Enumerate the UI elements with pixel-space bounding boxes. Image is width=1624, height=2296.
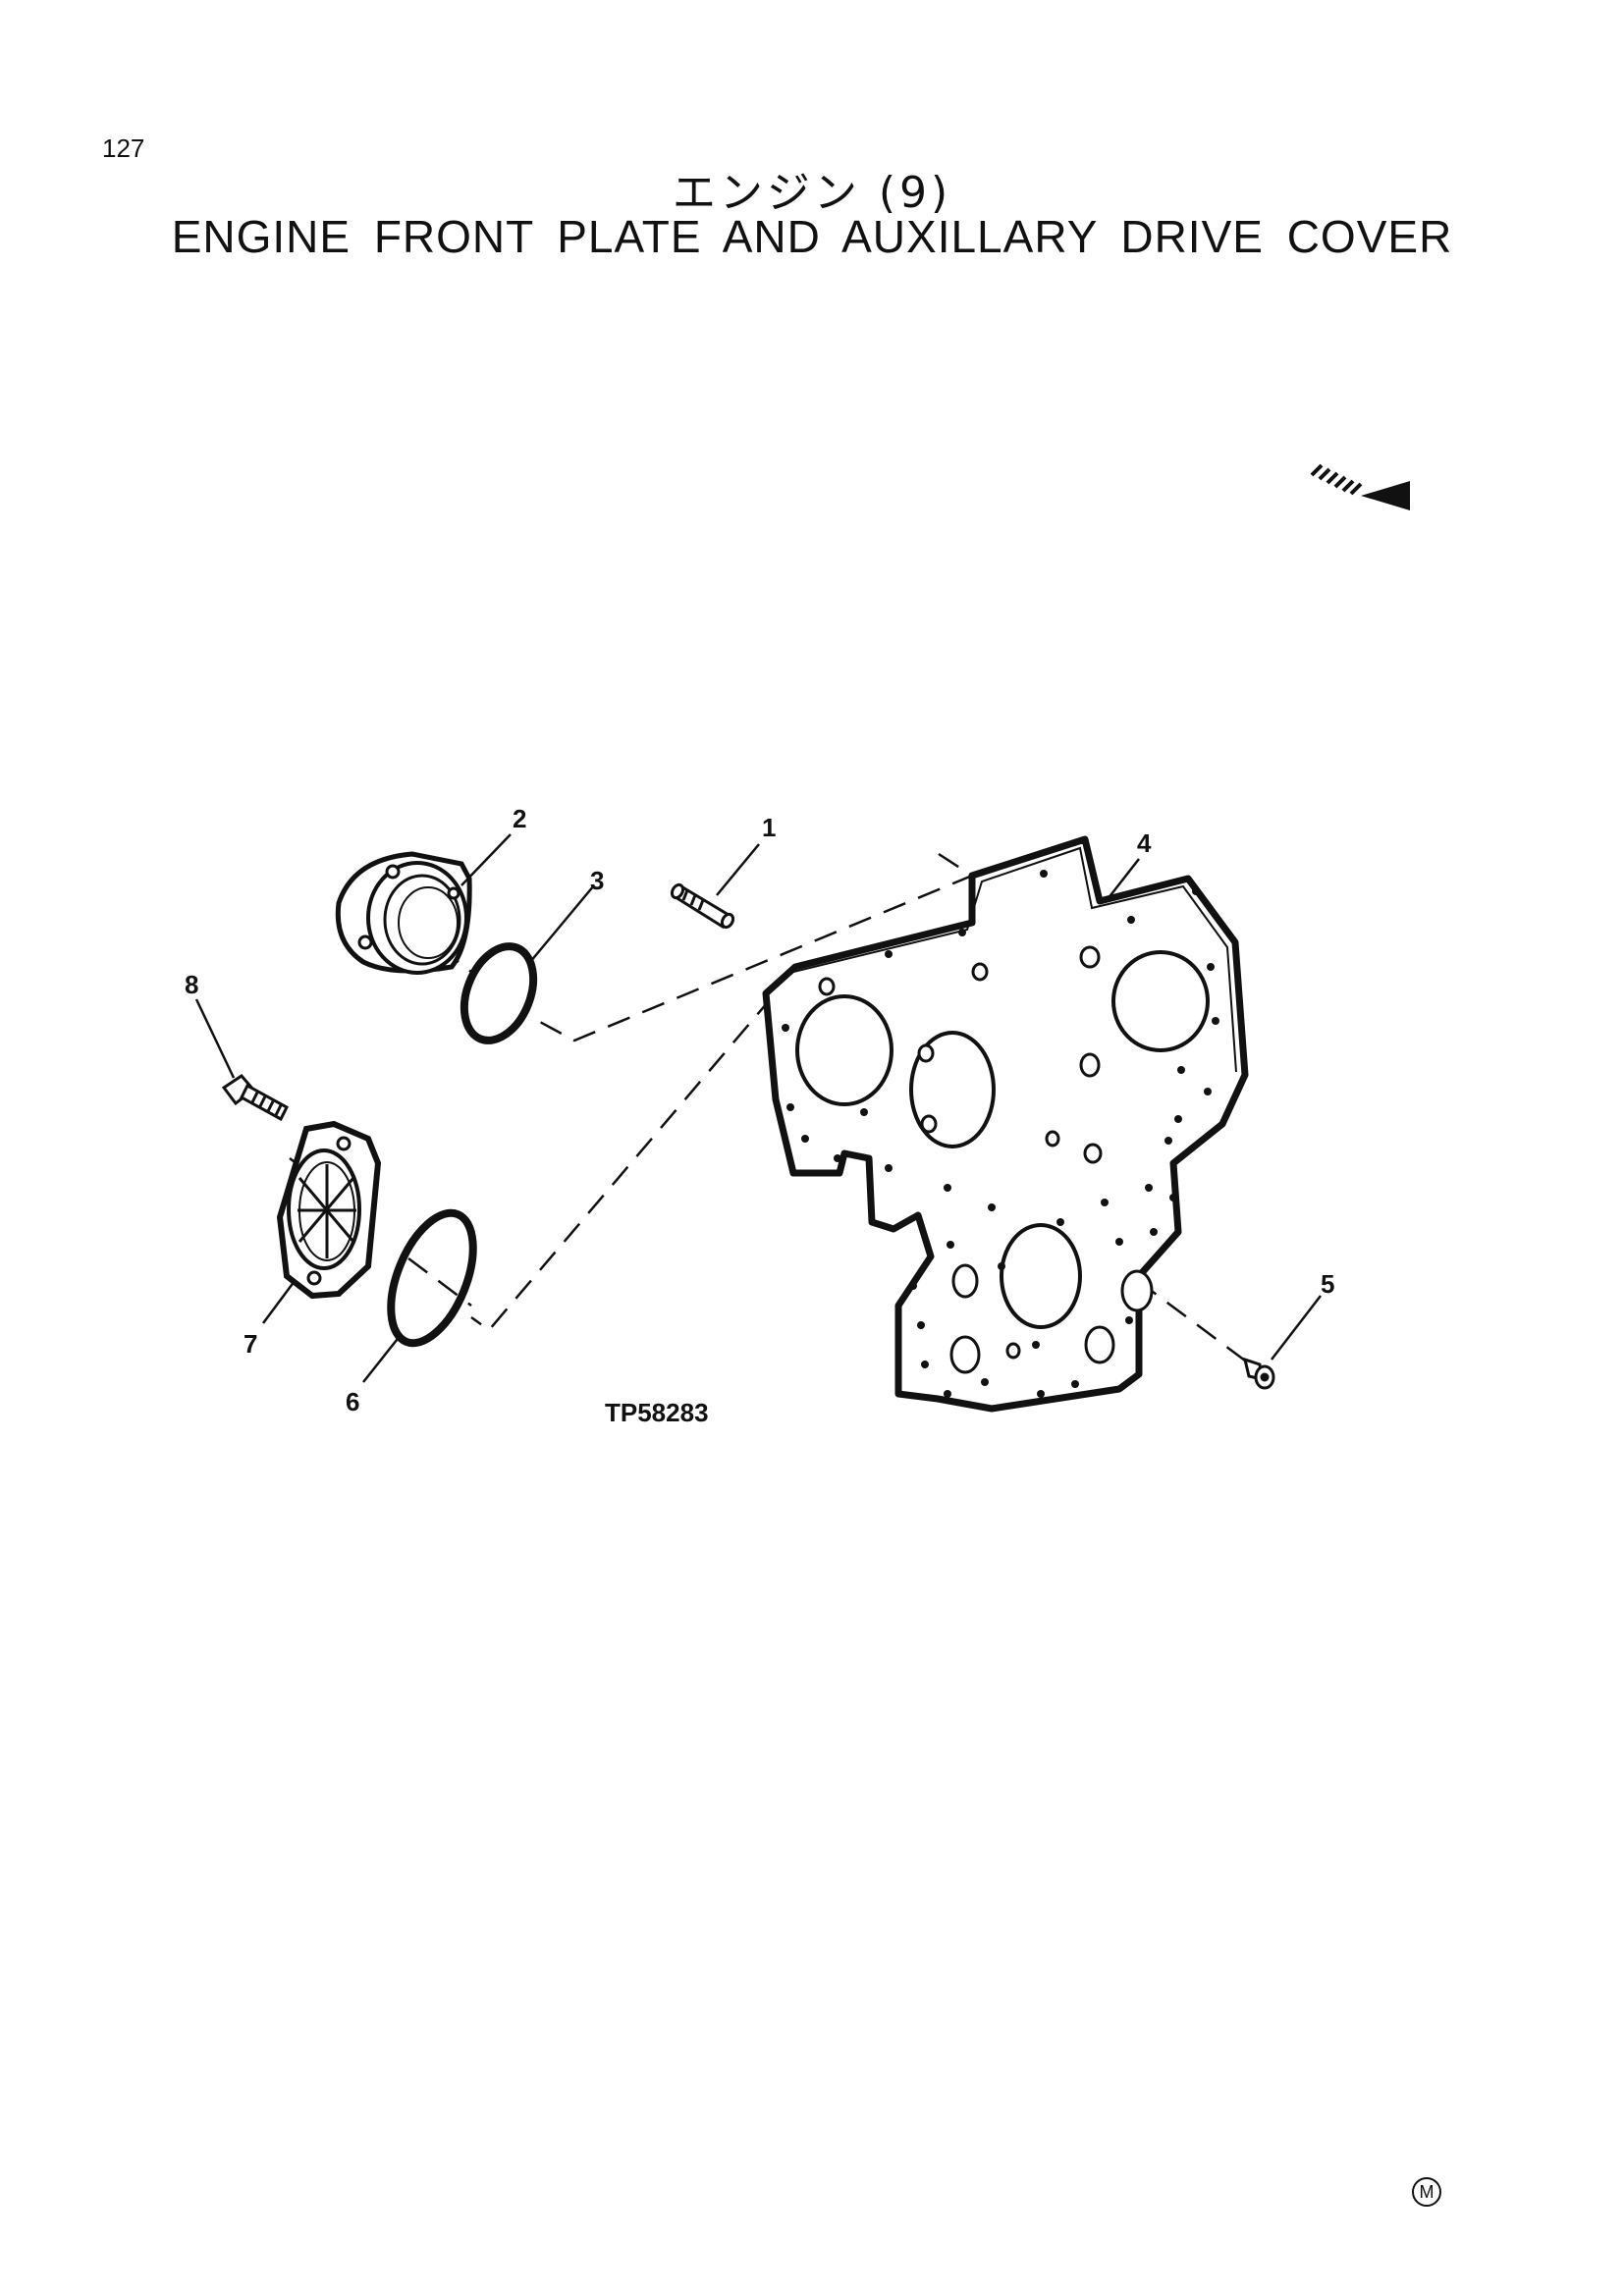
direction-arrow-icon: [1310, 463, 1410, 510]
plug: [1242, 1357, 1275, 1390]
callout-6: 6: [346, 1387, 359, 1416]
engine-front-plate: [762, 835, 1249, 1413]
auxiliary-drive-housing: [335, 851, 472, 975]
page-title-japanese: エンジン (9): [672, 168, 952, 218]
page-title: ENGINE FRONT PLATE AND AUXILLARY DRIVE C…: [171, 211, 1453, 262]
callout-7: 7: [244, 1329, 257, 1359]
stud: [670, 882, 735, 930]
leader-lines: [194, 833, 1322, 1383]
page-number: 127: [102, 133, 145, 163]
reference-code: TP58283: [605, 1398, 709, 1427]
callout-2: 2: [513, 804, 526, 833]
callout-4: 4: [1137, 828, 1152, 858]
callout-3: 3: [590, 866, 604, 895]
o-ring-large: [460, 942, 538, 1044]
circled-m-mark: M: [1412, 2177, 1441, 2207]
drive-cover: [276, 1120, 382, 1300]
callout-5: 5: [1321, 1269, 1334, 1299]
bolt: [221, 1074, 289, 1122]
callout-8: 8: [185, 970, 198, 999]
o-ring-small: [387, 1208, 477, 1348]
callout-1: 1: [762, 813, 776, 842]
